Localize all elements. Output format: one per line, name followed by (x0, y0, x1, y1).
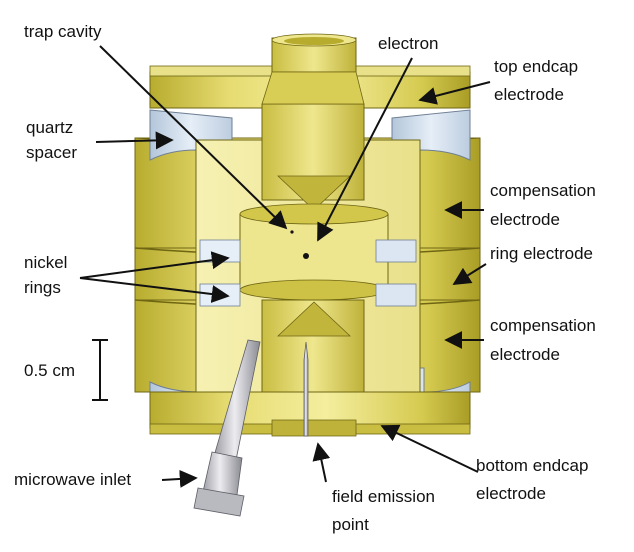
arrow-bottom-endcap (380, 424, 479, 473)
label-nickel-line2: rings (24, 278, 61, 297)
arrow-electron (317, 57, 413, 242)
label-compensation-top-line2: electrode (490, 210, 560, 229)
upper-cone (276, 175, 352, 211)
label-field-emission-line1: field emission (332, 487, 435, 506)
arrow-ring-electrode (452, 263, 487, 285)
label-compensation-bottom-line1: compensation (490, 316, 596, 335)
label-nickel-line1: nickel (24, 253, 67, 272)
label-trap-cavity: trap cavity (24, 22, 102, 41)
nickel-ring-slot-upper-right (375, 239, 417, 263)
label-ring-electrode: ring electrode (490, 244, 593, 263)
label-microwave-inlet: microwave inlet (14, 470, 131, 489)
label-compensation-top-line1: compensation (490, 181, 596, 200)
arrow-microwave-inlet (161, 469, 198, 488)
arrow-nickel-lower (79, 277, 230, 303)
field-emission-needle (303, 341, 309, 437)
label-top-endcap-line1: top endcap (494, 57, 578, 76)
arrow-field-emission (312, 442, 331, 483)
microwave-inlet-flange (193, 487, 245, 517)
lower-cone (276, 301, 352, 337)
electron-dot (303, 253, 309, 259)
label-field-emission-line2: point (332, 515, 369, 534)
label-bottom-endcap-line2: electrode (476, 484, 546, 503)
leader-lines (79, 45, 491, 488)
label-scale: 0.5 cm (24, 361, 75, 380)
labels: trap cavity electron top endcap electrod… (14, 22, 596, 534)
arrow-trap-cavity (99, 45, 288, 230)
label-quartz-line2: spacer (26, 143, 77, 162)
label-top-endcap-line2: electrode (494, 85, 564, 104)
nickel-ring-slot-lower-right (375, 283, 417, 307)
arrow-quartz-spacer (95, 131, 174, 150)
arrow-top-endcap (418, 81, 491, 105)
label-bottom-endcap-line1: bottom endcap (476, 456, 588, 475)
trap-apparatus (134, 33, 481, 517)
label-compensation-bottom-line2: electrode (490, 345, 560, 364)
label-electron: electron (378, 34, 438, 53)
label-quartz-line1: quartz (26, 118, 73, 137)
arrow-nickel-upper (79, 251, 230, 279)
scale-bar (92, 339, 108, 401)
